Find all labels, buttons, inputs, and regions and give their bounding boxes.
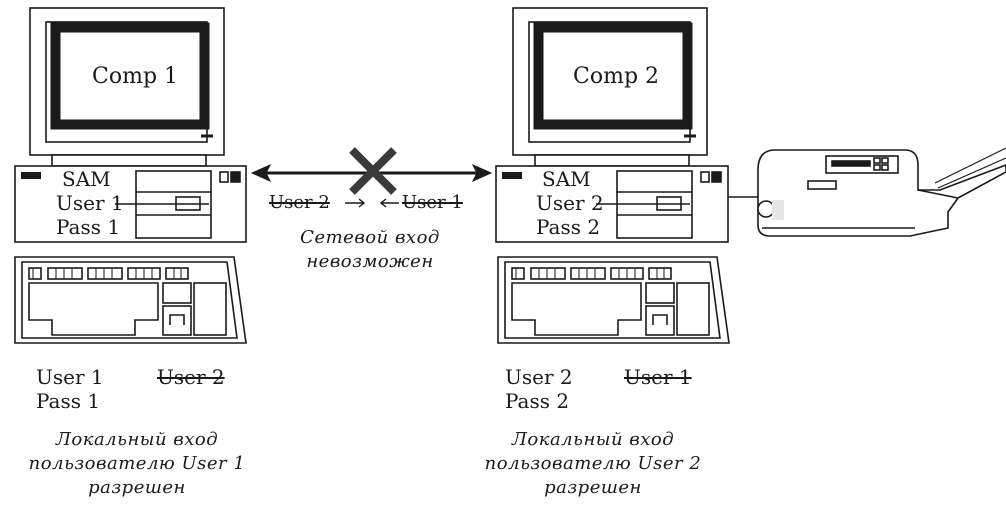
sam-user-2: User 2 (536, 191, 604, 215)
denied-user-on-comp-1: User 2 (157, 365, 225, 389)
sam-title-1: SAM (62, 167, 111, 191)
network-caption-line-1: Сетевой вход (300, 227, 440, 248)
sam-pass-2: Pass 2 (536, 215, 601, 239)
monitor-2 (512, 7, 708, 167)
printer (728, 147, 1006, 237)
system-unit-2 (495, 165, 729, 243)
network-caption-line-2: невозможен (306, 251, 434, 272)
caption-2-line-2: пользователю User 2 (484, 453, 702, 474)
local-user-2: User 2 (505, 365, 573, 389)
local-login-caption-1: Локальный вход пользователю User 1 разре… (0, 428, 274, 500)
keyboard-2 (497, 256, 730, 344)
monitor-1 (29, 7, 225, 167)
network-link (250, 147, 493, 208)
keyboard-1 (14, 256, 247, 344)
network-attempt-user-2: User 2 (269, 192, 330, 213)
arrowhead-left-icon (250, 163, 272, 183)
sam-user-1: User 1 (56, 191, 124, 215)
computer-2 (495, 7, 730, 344)
system-unit-1 (14, 165, 247, 243)
local-pass-1: Pass 1 (36, 389, 101, 413)
local-user-1: User 1 (36, 365, 104, 389)
screen-label-comp-2: Comp 2 (573, 64, 660, 89)
caption-1-line-1: Локальный вход (55, 429, 219, 450)
arrowhead-right-icon (471, 163, 493, 183)
sam-title-2: SAM (542, 167, 591, 191)
local-pass-2: Pass 2 (505, 389, 570, 413)
blocked-cross-icon (349, 147, 397, 195)
sam-pass-1: Pass 1 (56, 215, 121, 239)
screen-label-comp-1: Comp 1 (92, 64, 179, 89)
caption-1-line-3: разрешен (88, 477, 186, 498)
denied-user-on-comp-2: User 1 (624, 365, 692, 389)
local-login-caption-2: Локальный вход пользователю User 2 разре… (458, 428, 728, 500)
computer-1 (14, 7, 247, 344)
caption-1-line-2: пользователю User 1 (28, 453, 246, 474)
network-blocked-caption: Сетевой вход невозможен (262, 226, 478, 274)
network-attempt-user-1: User 1 (402, 192, 463, 213)
caption-2-line-1: Локальный вход (511, 429, 675, 450)
caption-2-line-3: разрешен (544, 477, 642, 498)
